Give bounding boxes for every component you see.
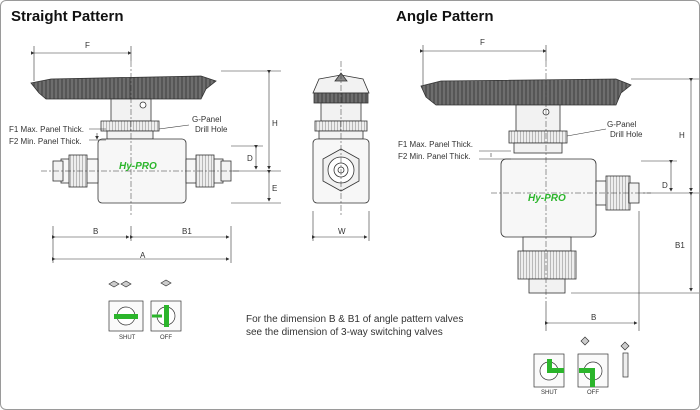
straight-side-view: [30, 61, 241, 216]
dim-w-end: W: [338, 227, 346, 236]
note-line-2: see the dimension of 3-way switching val…: [246, 327, 443, 338]
straight-f1-label: F1 Max. Panel Thick.: [9, 125, 84, 134]
dim-d-straight: D: [247, 154, 253, 163]
straight-off-label: OFF: [160, 335, 172, 341]
dim-f-angle: F: [480, 38, 485, 47]
dim-b-angle: B: [591, 313, 597, 322]
dim-b-straight: B: [93, 227, 99, 236]
dim-a-straight: A: [140, 251, 146, 260]
dim-f-straight: F: [85, 41, 90, 50]
angle-drill-hole-label: Drill Hole: [610, 130, 643, 139]
angle-side-view: [420, 61, 651, 301]
straight-shut-label: SHUT: [119, 335, 136, 341]
angle-f1-label: F1 Max. Panel Thick.: [398, 140, 473, 149]
angle-f2-label: F2 Min. Panel Thick.: [398, 152, 471, 161]
angle-switch-icons: [533, 336, 630, 388]
dim-b1-straight: B1: [182, 227, 192, 236]
angle-dimensions: [420, 45, 699, 331]
straight-g-panel-label: G-Panel: [192, 115, 222, 124]
angle-handle: [420, 78, 632, 106]
angle-shut-label: SHUT: [541, 390, 558, 396]
straight-brand: Hy-PRO: [119, 161, 157, 172]
straight-f2-label: F2 Min. Panel Thick.: [9, 137, 82, 146]
straight-drill-hole-label: Drill Hole: [195, 125, 228, 134]
dim-h-straight: H: [272, 119, 278, 128]
straight-pattern-title: Straight Pattern: [11, 8, 124, 25]
angle-pattern-title: Angle Pattern: [396, 8, 494, 25]
dim-b1-angle: B1: [675, 241, 685, 250]
note-line-1: For the dimension B & B1 of angle patter…: [246, 314, 464, 325]
dim-e-straight: E: [272, 184, 278, 193]
straight-end-view: [312, 61, 370, 241]
straight-dimensions: [31, 46, 281, 263]
straight-switch-icons: [108, 279, 182, 332]
angle-brand: Hy-PRO: [528, 193, 566, 204]
dim-h-angle: H: [679, 131, 685, 140]
dim-d-angle: D: [662, 181, 668, 190]
angle-off-label: OFF: [587, 390, 599, 396]
straight-handle: [30, 75, 217, 100]
angle-g-panel-label: G-Panel: [607, 120, 637, 129]
